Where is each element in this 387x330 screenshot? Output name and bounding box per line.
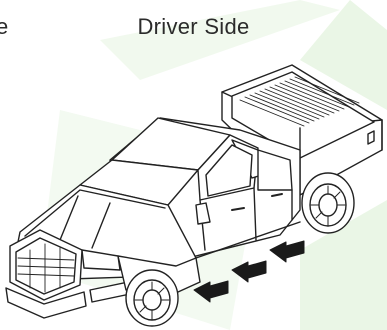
rear-wheel	[302, 173, 354, 233]
arrow-icon	[232, 261, 266, 282]
arrow-icon	[194, 281, 228, 302]
arrow-icon	[270, 241, 304, 262]
front-wheel	[126, 270, 178, 326]
